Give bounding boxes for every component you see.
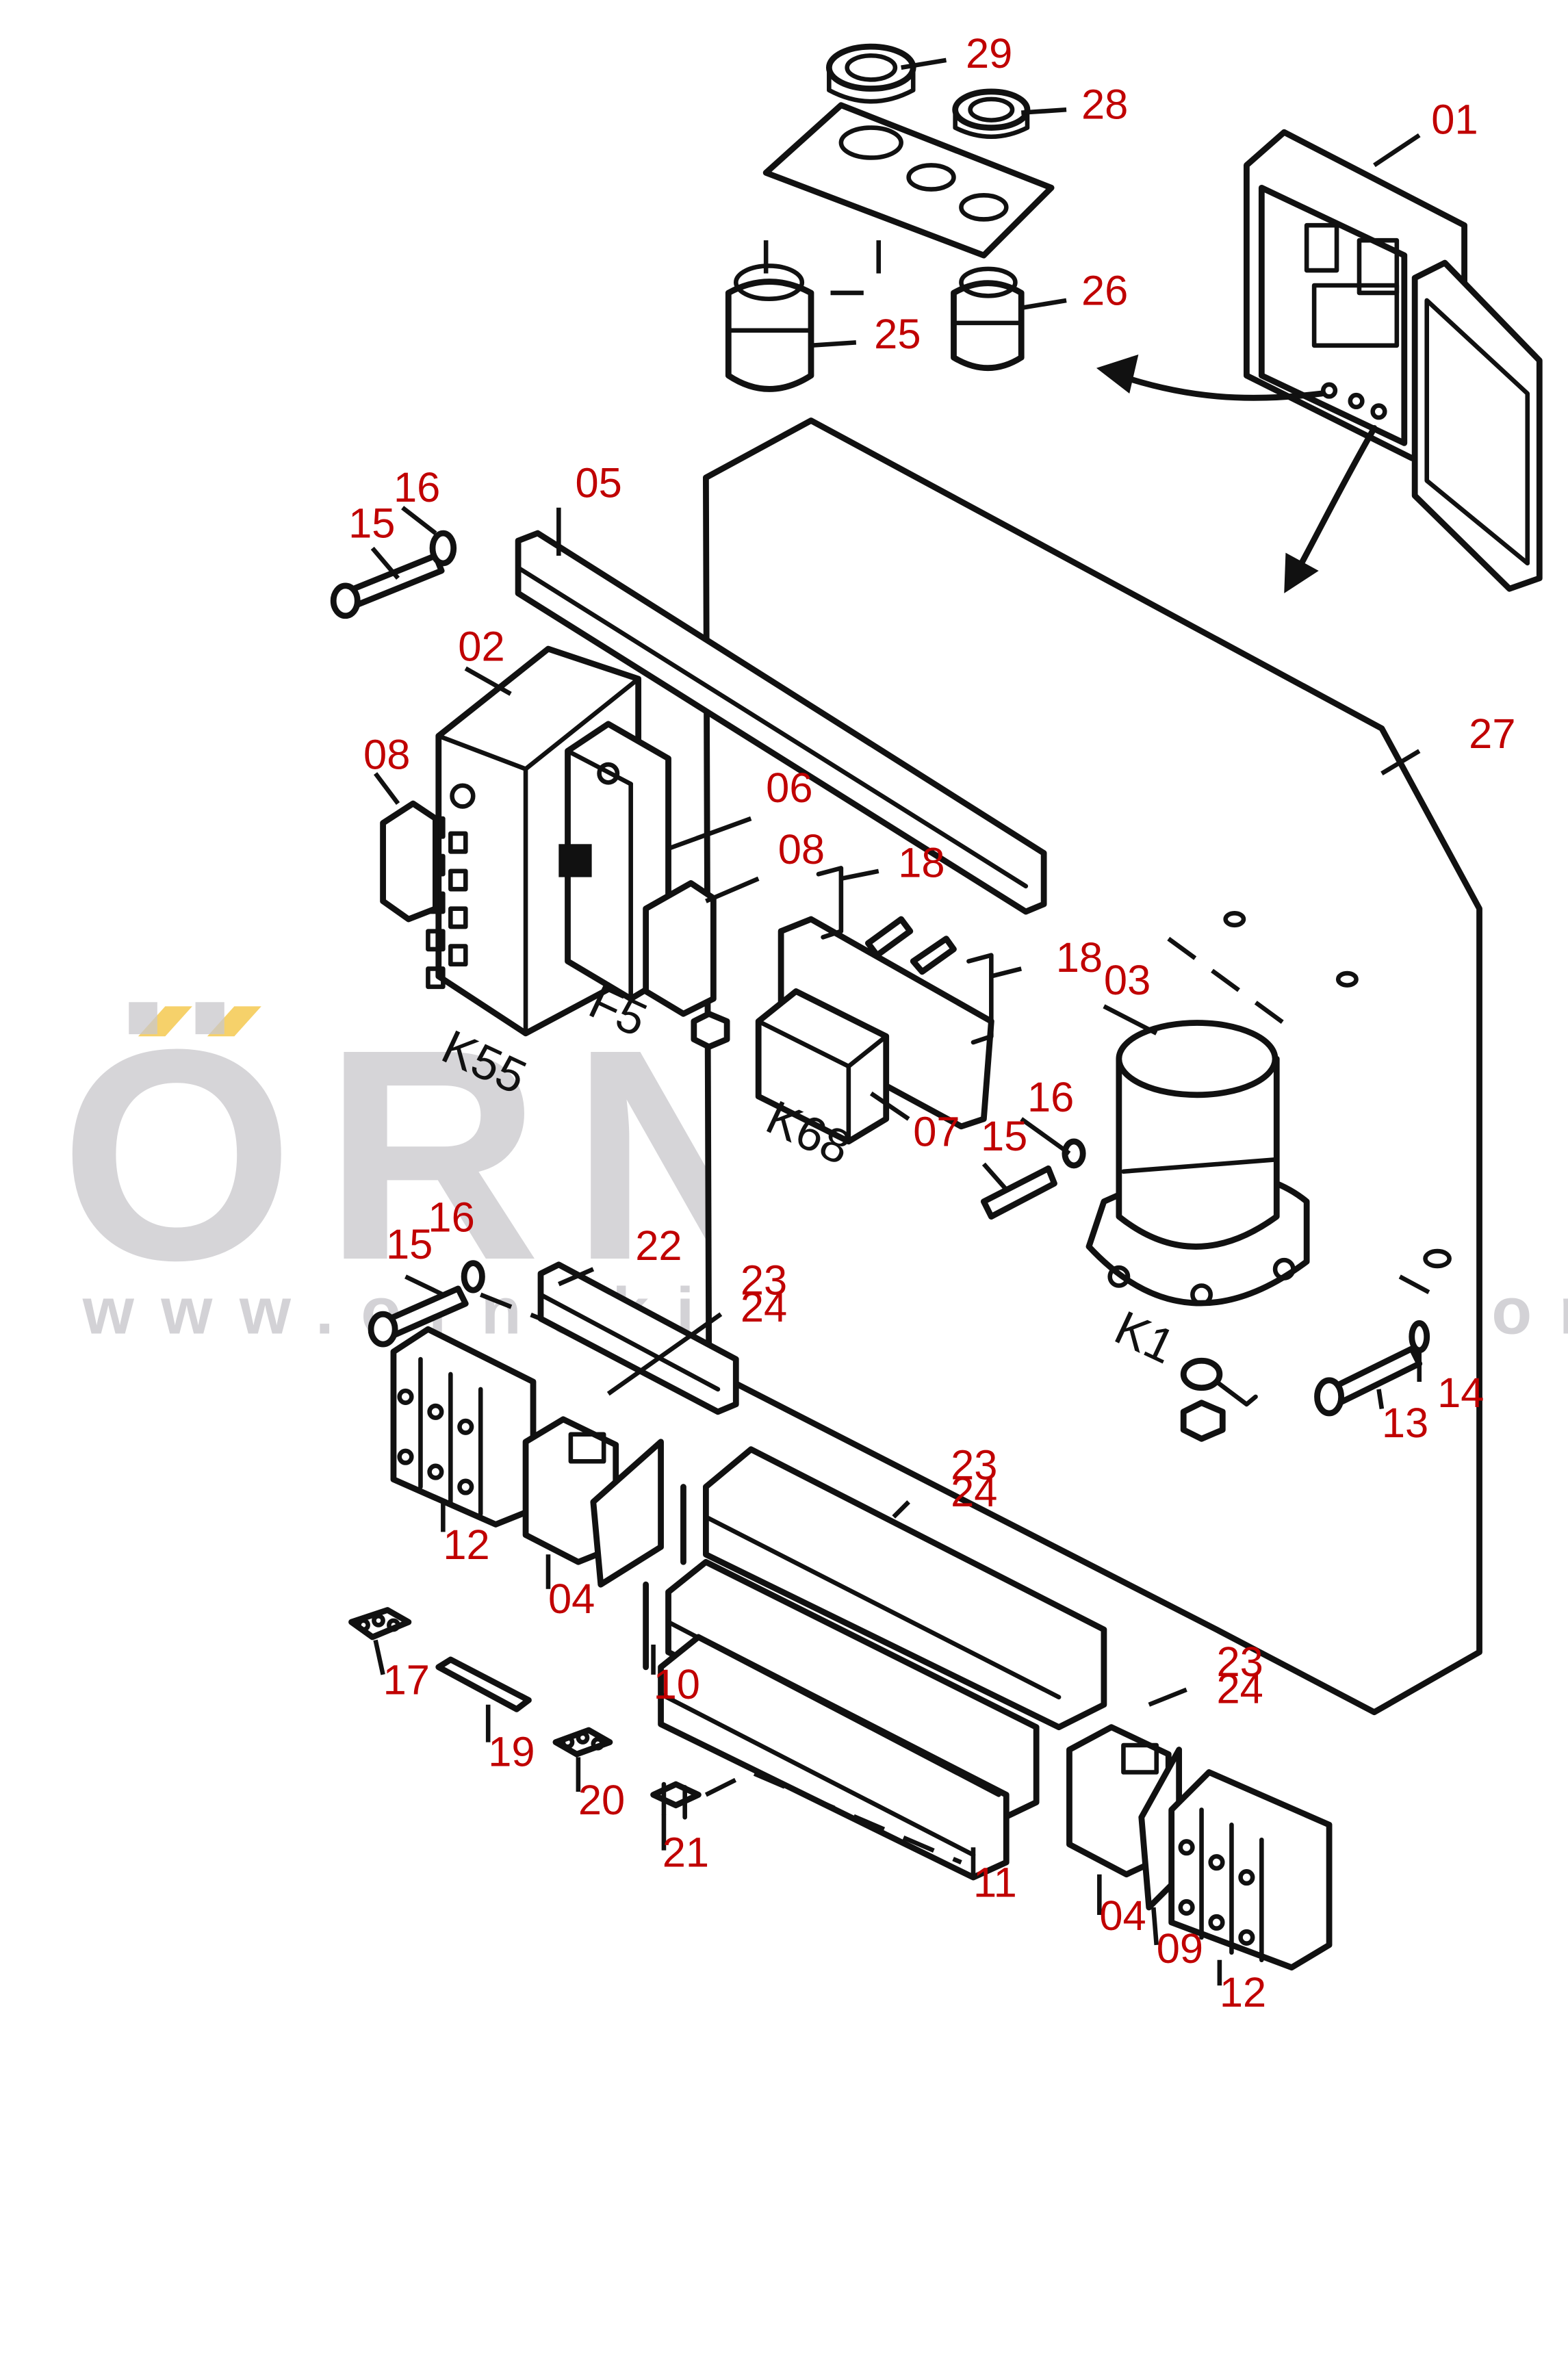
callout: 25 [874, 311, 921, 358]
terminal-block-12-left [390, 1326, 537, 1528]
callout: 08 [778, 826, 825, 873]
nut [691, 1010, 730, 1050]
callout: 23 [951, 1442, 997, 1489]
end-plate [590, 1439, 664, 1588]
terminal-strip-center [643, 1446, 1107, 1881]
callout: 18 [1056, 934, 1103, 981]
callout: 20 [578, 1777, 625, 1824]
callout: 26 [1081, 268, 1128, 315]
leader-lines [370, 57, 1422, 1986]
callout: 21 [663, 1829, 709, 1877]
jumper-17 [348, 1607, 412, 1640]
callout: 16 [1027, 1074, 1074, 1121]
screw-15-top [330, 530, 457, 619]
callout: 23 [1217, 1638, 1263, 1686]
callout: 17 [383, 1656, 430, 1703]
cable-gland-plate [762, 102, 1055, 259]
callout: 02 [458, 623, 504, 671]
screw-15-motor [980, 1138, 1086, 1220]
callout: 06 [766, 764, 812, 812]
marker-19 [435, 1656, 532, 1712]
callout: 03 [1104, 957, 1151, 1004]
callout: 19 [488, 1729, 535, 1776]
callout: 18 [898, 840, 944, 887]
gland-25 [725, 263, 814, 392]
enclosure-box [1244, 129, 1543, 592]
motor-k1 [1085, 1020, 1310, 1307]
screw-15-mid [368, 1260, 485, 1348]
terminal-block-12-right [1168, 1769, 1333, 1971]
callout: 28 [1081, 81, 1128, 128]
callout: 05 [575, 459, 621, 506]
callout: 11 [973, 1859, 1017, 1907]
callout: 10 [654, 1661, 700, 1708]
callout: 01 [1431, 96, 1478, 143]
arrow-left-icon [1096, 354, 1139, 394]
callout: 04 [1099, 1892, 1146, 1940]
callout: 16 [428, 1194, 474, 1241]
relay-k68 [755, 988, 890, 1145]
callout: 24 [1217, 1666, 1263, 1713]
callout: 24 [741, 1284, 787, 1331]
callout: 15 [981, 1113, 1027, 1160]
screws-relay [865, 916, 957, 975]
callout: 08 [363, 732, 410, 779]
ground-terminal [1180, 1357, 1258, 1442]
callout: 29 [966, 30, 1012, 77]
callout: 09 [1157, 1925, 1203, 1972]
callout: 12 [443, 1521, 489, 1569]
nut-29 [825, 43, 916, 104]
mounting-plate [703, 417, 1482, 1716]
callout-numbers: 29 28 01 25 26 16 05 15 02 08 06 27 08 1… [348, 30, 1515, 2016]
gland-26 [951, 266, 1025, 371]
jumper-20 [552, 1727, 613, 1758]
callout: 22 [635, 1222, 682, 1270]
callout: 24 [951, 1469, 997, 1516]
callout: 23 [741, 1257, 787, 1304]
callout: 14 [1437, 1369, 1484, 1417]
callout: 04 [548, 1575, 595, 1623]
callout: 07 [913, 1108, 960, 1155]
din-rail-22 [479, 1261, 739, 1415]
callout: 16 [394, 464, 440, 511]
callout: 15 [386, 1221, 433, 1268]
callout: 12 [1220, 1969, 1266, 2016]
arrow-down-icon [1284, 552, 1319, 593]
aux-block-08-left [380, 800, 439, 923]
callout: 15 [348, 500, 395, 548]
callout: 27 [1469, 710, 1515, 758]
callout: 13 [1382, 1400, 1428, 1447]
nut-28 [952, 88, 1031, 139]
aux-block-08-right [643, 880, 717, 1017]
din-rail-05 [515, 530, 1047, 915]
connector-21 [650, 1769, 962, 1865]
